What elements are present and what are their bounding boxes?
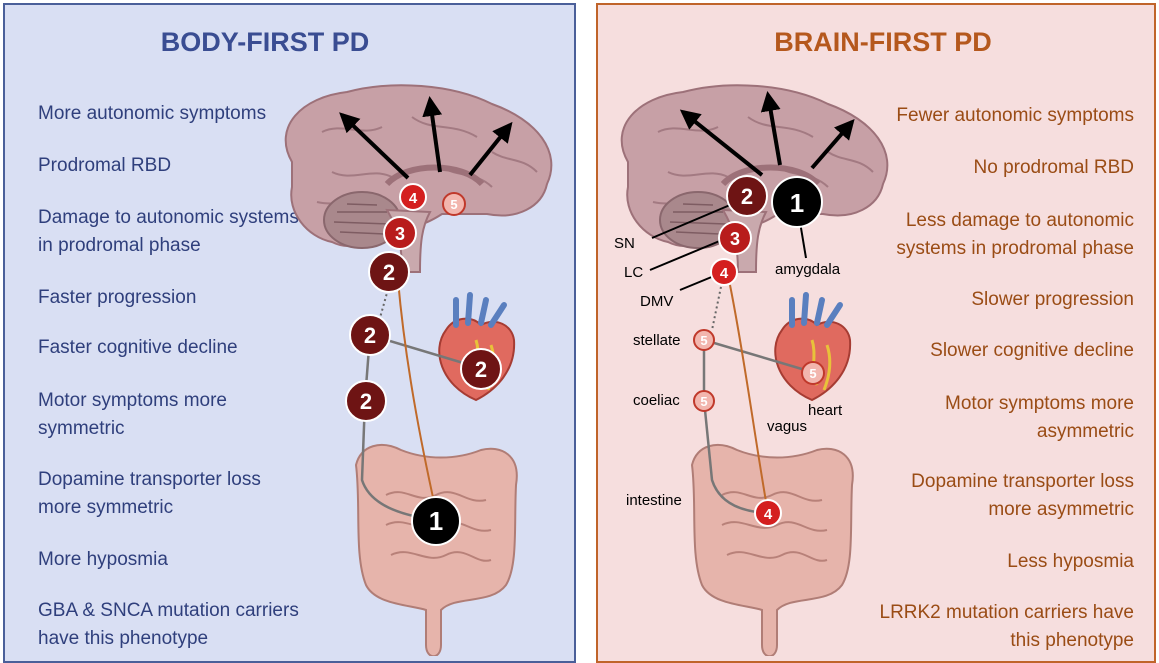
svg-text:5: 5 xyxy=(809,366,816,381)
svg-text:1: 1 xyxy=(429,506,443,536)
svg-text:5: 5 xyxy=(450,197,457,212)
svg-text:5: 5 xyxy=(700,394,707,409)
intestine-illustration-left xyxy=(356,445,517,656)
svg-text:4: 4 xyxy=(409,190,418,207)
label-stellate: stellate xyxy=(633,332,681,349)
stage-marker-5: 5 xyxy=(443,193,465,215)
stage-marker-5-coeliac: 5 xyxy=(694,391,714,411)
svg-text:4: 4 xyxy=(720,265,729,282)
stage-marker-4-intestine: 4 xyxy=(755,500,781,526)
label-vagus: vagus xyxy=(767,418,807,435)
stage-marker-3-lc: 3 xyxy=(719,222,751,254)
stage-marker-1-amygdala: 1 xyxy=(772,177,822,227)
label-dmv: DMV xyxy=(640,293,673,310)
label-intestine: intestine xyxy=(626,492,682,509)
stage-marker-2-stellate: 2 xyxy=(350,315,390,355)
svg-text:4: 4 xyxy=(764,506,773,523)
label-coeliac: coeliac xyxy=(633,392,680,409)
stage-marker-1: 1 xyxy=(412,497,460,545)
svg-text:2: 2 xyxy=(741,184,753,209)
stage-marker-2-coeliac: 2 xyxy=(346,381,386,421)
label-lc: LC xyxy=(624,264,643,281)
stage-marker-5-heart: 5 xyxy=(802,362,824,384)
stage-marker-2-brainstem: 2 xyxy=(369,252,409,292)
dmv-pointer xyxy=(680,276,714,290)
brain-illustration-left xyxy=(286,85,552,272)
svg-text:1: 1 xyxy=(790,188,804,218)
svg-text:5: 5 xyxy=(700,333,707,348)
stage-marker-2-sn: 2 xyxy=(727,176,767,216)
label-sn: SN xyxy=(614,235,635,252)
stage-marker-2-heart: 2 xyxy=(461,349,501,389)
svg-text:3: 3 xyxy=(395,224,405,244)
stage-marker-5-stellate: 5 xyxy=(694,330,714,350)
svg-text:2: 2 xyxy=(364,323,376,348)
stage-marker-4-dmv: 4 xyxy=(711,259,737,285)
label-amygdala: amygdala xyxy=(775,261,841,278)
dotted-connection-right xyxy=(712,282,722,330)
intestine-illustration-right xyxy=(692,445,853,656)
label-heart: heart xyxy=(808,402,843,419)
stage-marker-3: 3 xyxy=(384,217,416,249)
svg-text:2: 2 xyxy=(360,389,372,414)
svg-text:3: 3 xyxy=(730,229,740,249)
svg-text:2: 2 xyxy=(475,357,487,382)
svg-text:2: 2 xyxy=(383,260,395,285)
stage-marker-4: 4 xyxy=(400,184,426,210)
